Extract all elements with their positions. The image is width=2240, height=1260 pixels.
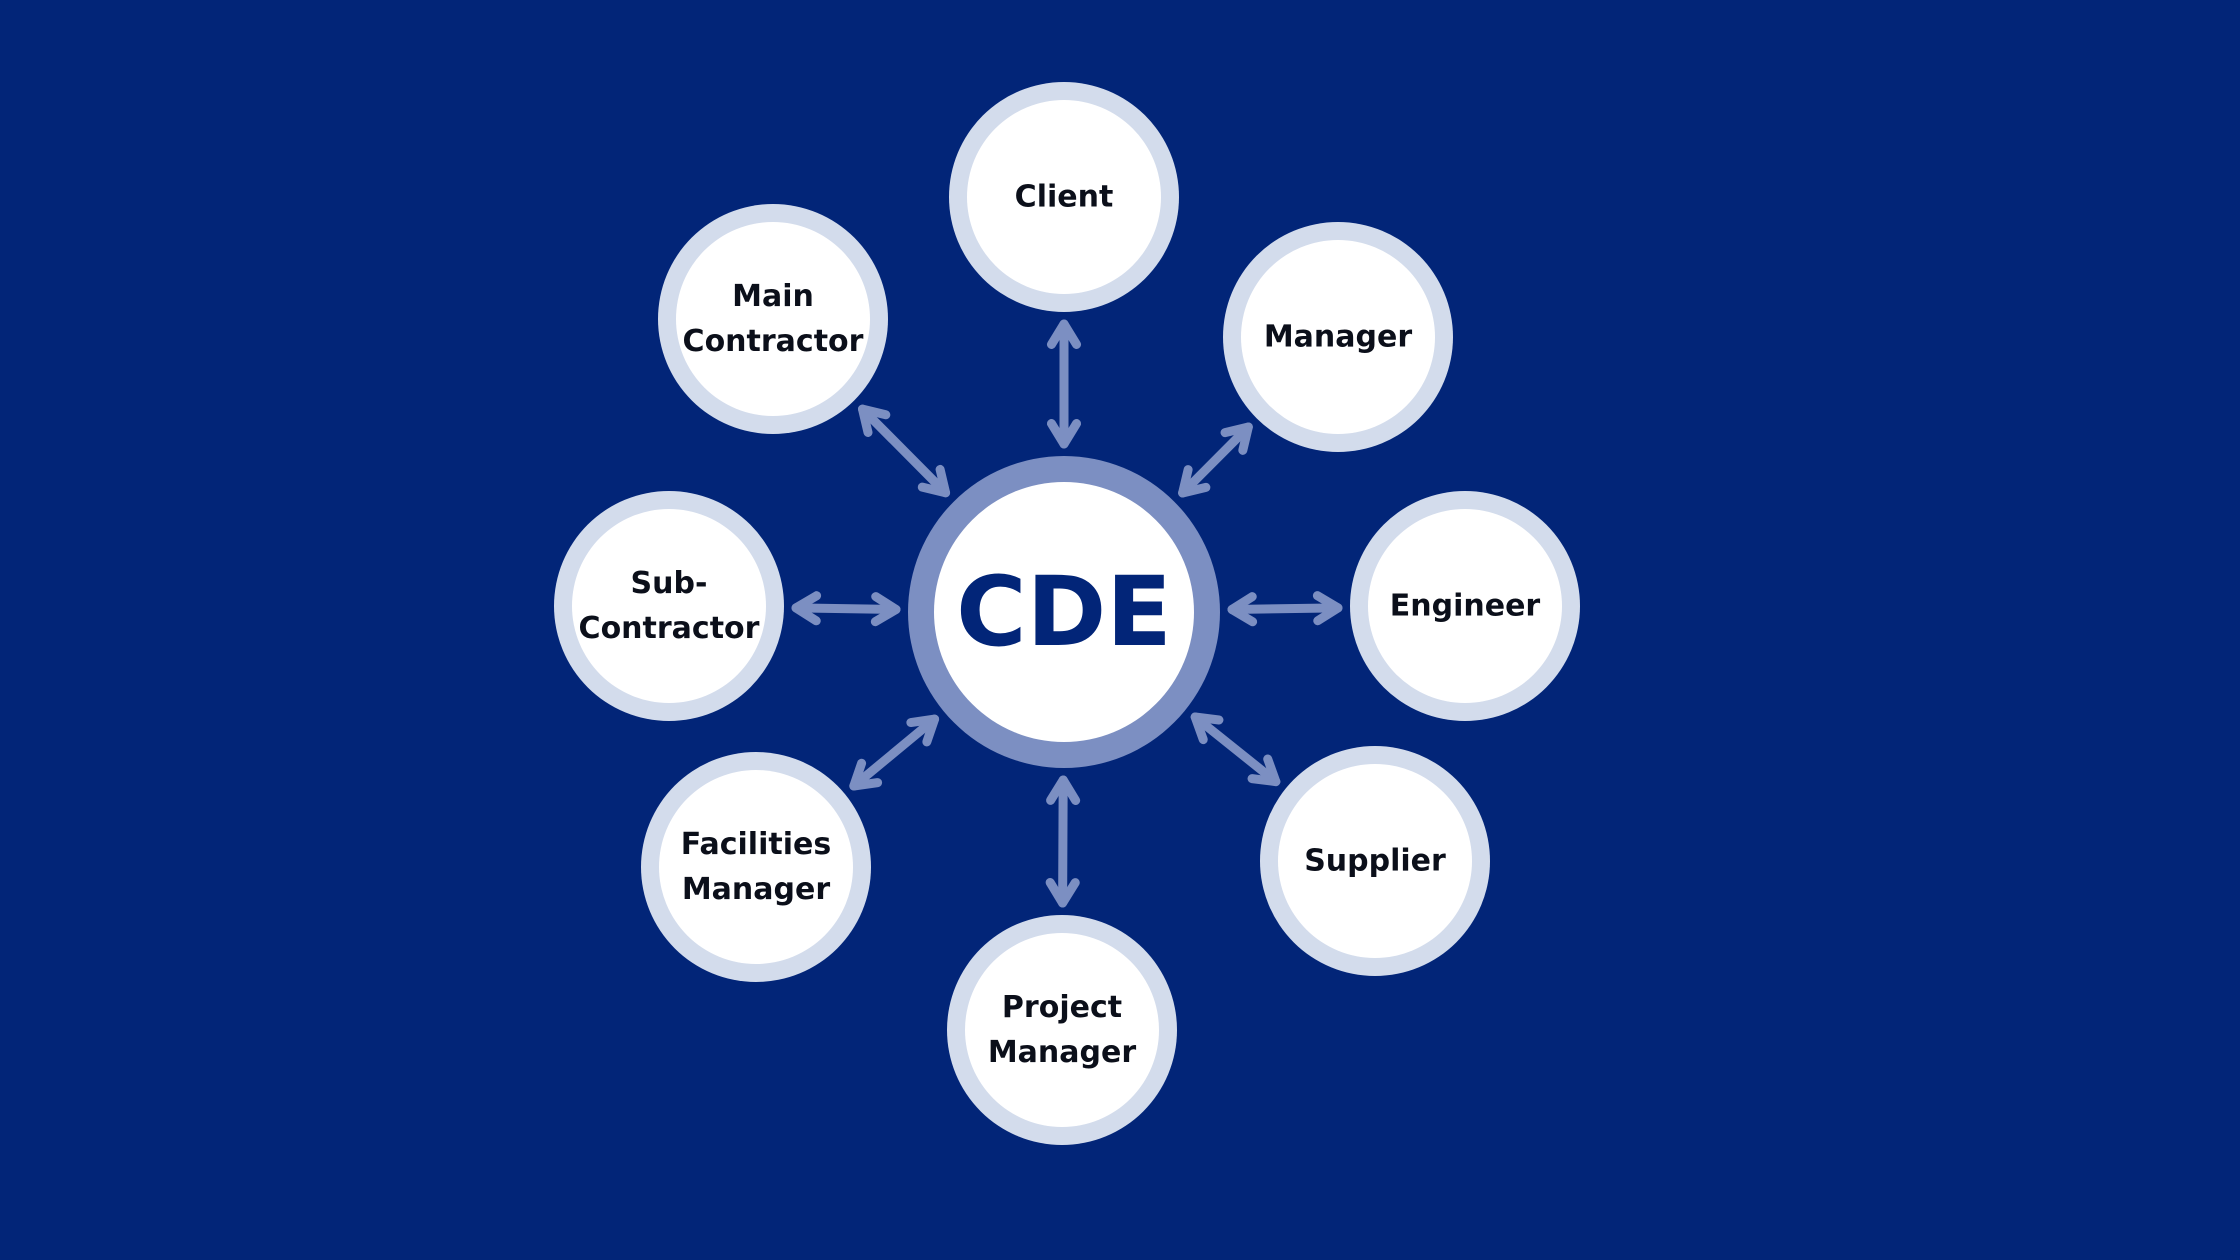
node-label: Contractor	[579, 611, 760, 646]
connector-main-contractor	[857, 404, 951, 498]
node-core	[572, 509, 766, 703]
node-manager: Manager	[1223, 222, 1453, 452]
node-label: Manager	[1264, 320, 1413, 355]
node-label: Facilities	[681, 827, 831, 862]
node-core	[1368, 509, 1562, 703]
node-core	[1278, 764, 1472, 958]
cde-hub: CDE	[908, 456, 1220, 768]
connector-line	[791, 603, 901, 614]
arrowhead-hub-end	[1046, 419, 1082, 449]
arrowhead-hub-end	[870, 592, 901, 627]
connector-line	[1058, 775, 1068, 908]
node-label: Manager	[988, 1035, 1137, 1070]
connectors-layer	[791, 319, 1343, 908]
connector-line	[1178, 422, 1253, 498]
arrowhead-node-end	[1045, 877, 1080, 908]
arrowhead-hub-end	[917, 464, 951, 498]
node-client: Client	[949, 82, 1179, 312]
node-supplier: Supplier	[1260, 746, 1490, 976]
node-core	[659, 770, 853, 964]
arrowhead-hub-end	[1190, 712, 1224, 745]
arrowhead-node-end	[857, 404, 891, 437]
connector-line	[849, 714, 940, 791]
arrowhead-node-end	[791, 591, 822, 626]
node-label: Client	[1015, 180, 1114, 215]
connector-facilities-manager	[849, 714, 940, 791]
arrowhead-node-end	[1312, 591, 1343, 626]
connector-manager	[1178, 422, 1253, 498]
node-core	[965, 933, 1159, 1127]
arrowhead-hub-end	[906, 714, 940, 747]
node-label: Project	[1002, 990, 1122, 1025]
connector-supplier	[1190, 712, 1281, 787]
node-engineer: Engineer	[1350, 491, 1580, 721]
node-label: Sub-	[631, 566, 708, 601]
node-label: Contractor	[683, 324, 864, 359]
node-core	[967, 100, 1161, 294]
arrowhead-node-end	[1046, 319, 1082, 349]
cde-hub-label: CDE	[956, 556, 1172, 668]
arrowhead-hub-end	[1178, 465, 1211, 498]
node-label: Supplier	[1304, 844, 1446, 879]
node-label: Main	[732, 279, 814, 314]
nodes-layer: ClientManagerEngineerSupplierProjectMana…	[554, 82, 1580, 1145]
arrowhead-hub-end	[1227, 592, 1258, 627]
arrowhead-hub-end	[1046, 775, 1081, 806]
arrowhead-node-end	[1220, 422, 1253, 455]
connector-line	[1190, 712, 1281, 787]
arrowhead-node-end	[1247, 754, 1281, 787]
arrowhead-node-end	[849, 758, 883, 791]
node-core	[676, 222, 870, 416]
node-core	[1241, 240, 1435, 434]
connector-client	[1046, 319, 1082, 449]
node-label: Manager	[682, 872, 831, 907]
connector-line	[857, 404, 951, 498]
node-sub-contractor: Sub- Contractor	[554, 491, 784, 721]
connector-line	[1227, 603, 1343, 614]
node-label: Engineer	[1390, 589, 1541, 624]
connector-engineer	[1227, 591, 1343, 627]
cde-hub-core	[934, 482, 1194, 742]
connector-sub-contractor	[791, 591, 901, 627]
connector-project-manager	[1045, 775, 1081, 908]
